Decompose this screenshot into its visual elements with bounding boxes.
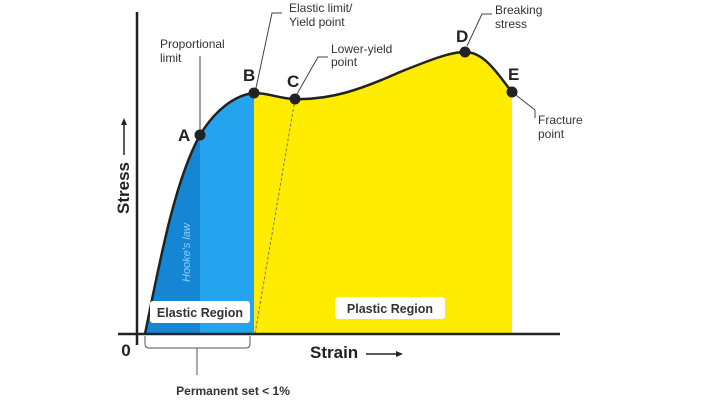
point-d-label: D bbox=[456, 27, 468, 46]
x-arrow-icon bbox=[366, 351, 403, 357]
point-c-marker bbox=[289, 93, 301, 105]
x-axis-label: Strain bbox=[310, 343, 358, 362]
point-d-annotation-2: stress bbox=[495, 17, 527, 31]
plastic-region-label: Plastic Region bbox=[347, 302, 433, 316]
point-c-annotation-2: point bbox=[331, 55, 358, 69]
point-b-label: B bbox=[243, 66, 255, 85]
point-d-marker bbox=[459, 46, 471, 58]
points bbox=[194, 46, 518, 141]
point-c-annotation-1: Lower-yield bbox=[331, 42, 392, 56]
point-e-annotation-2: point bbox=[538, 127, 565, 141]
permanent-set-label: Permanent set < 1% bbox=[176, 384, 290, 398]
y-arrow-icon bbox=[121, 118, 127, 155]
point-d-annotation-1: Breaking bbox=[495, 3, 542, 17]
annotation-leaders bbox=[199, 12, 536, 135]
point-a-marker bbox=[194, 129, 206, 141]
origin-label: 0 bbox=[121, 341, 130, 360]
hookes-law-label: Hooke's law bbox=[181, 222, 193, 282]
point-a-annotation-2: limit bbox=[160, 51, 182, 65]
point-b-marker bbox=[248, 87, 260, 99]
point-e-label: E bbox=[508, 65, 519, 84]
plastic-label-box bbox=[335, 297, 445, 319]
point-c-label: C bbox=[287, 72, 299, 91]
permanent-set-bracket bbox=[144, 336, 251, 349]
point-b-annotation-2: Yield point bbox=[289, 15, 345, 29]
y-axis-label: Stress bbox=[114, 162, 133, 214]
point-b-annotation-1: Elastic limit/ bbox=[289, 1, 353, 15]
elastic-label-box bbox=[150, 301, 250, 323]
point-e-annotation-1: Fracture bbox=[538, 113, 583, 127]
point-a-annotation-1: Proportional bbox=[160, 37, 225, 51]
elastic-region-dark bbox=[145, 135, 200, 334]
point-a-label: A bbox=[178, 126, 190, 145]
elastic-region-label: Elastic Region bbox=[157, 306, 243, 320]
point-e-marker bbox=[506, 86, 518, 98]
elastic-region bbox=[200, 93, 254, 334]
plastic-region bbox=[254, 52, 512, 334]
